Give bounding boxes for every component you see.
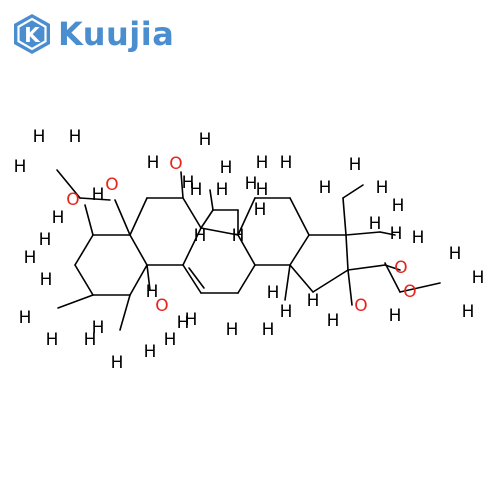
hydrogen-atom-label: H [146,282,159,302]
bond-line [347,269,353,306]
hydrogen-atom-label: H [190,180,203,200]
hydrogen-atom-label: H [256,180,269,200]
hydrogen-atom-label: H [19,308,32,328]
hydrogen-atom-label: H [92,318,105,338]
hydrogen-atom-label: H [280,302,293,322]
hydrogen-atom-label: H [220,158,233,178]
oxygen-atom-label: O [105,175,118,195]
hydrogen-atom-label: H [111,353,124,373]
hydrogen-atom-label: H [46,330,59,350]
bond-line [114,199,131,236]
bond-line [182,197,202,229]
bond-line [74,234,94,266]
bond-line [129,264,148,296]
hydrogen-atom-label: H [216,180,229,200]
bond-lines [56,169,441,331]
bond-line [384,262,401,293]
oxygen-atom-label: O [66,190,79,210]
bond-line [345,231,381,236]
hydrogen-atom-label: H [390,224,403,244]
hydrogen-atom-label: H [392,196,405,216]
bond-line [284,264,291,301]
hydrogen-atom-label: H [254,200,267,220]
bond-line [289,197,310,236]
hydrogen-atom-label: H [462,302,475,322]
hydrogen-atom-label: H [84,330,97,350]
bond-line [79,197,111,201]
hydrogen-atom-label: H [182,173,195,193]
hydrogen-atom-label: H [24,248,37,268]
bond-line [200,209,214,229]
bond-line [379,231,396,236]
oxygen-atom-label: O [394,258,407,278]
hydrogen-atom-label: H [319,178,332,198]
hydrogen-atom-label: H [245,174,258,194]
hydrogen-atom-label: H [144,342,157,362]
hydrogen-atom-label: H [449,244,462,264]
hydrogen-atom-label: H [147,153,160,173]
bond-line [347,264,386,271]
hydrogen-atom-label: H [226,320,239,340]
bond-line [342,197,347,236]
bond-line [237,264,256,294]
bond-line [342,184,364,199]
svg-text:K: K [24,23,41,47]
brand-name: Kuujia [58,15,175,53]
oxygen-atom-label: O [155,296,168,316]
bond-line [129,197,148,236]
hydrogen-atom-label: H [185,310,198,330]
hydrogen-atom-label: H [177,313,190,333]
hydrogen-atom-label: H [307,291,320,311]
hydrogen-atom-label: H [349,155,362,175]
hydrogen-atom-label: H [33,127,46,147]
bond-line [180,171,184,199]
bond-line [289,234,310,266]
hydrogen-atom-label: H [369,214,382,234]
bond-line [188,267,205,289]
hydrogen-atom-label: H [40,270,53,290]
bond-line [74,264,94,296]
bond-line [312,269,349,293]
bond-line [56,169,81,199]
hydrogen-atom-label: H [69,127,82,147]
bond-line [129,234,148,266]
bond-line [200,227,239,236]
bond-line [182,264,202,294]
oxygen-atom-label: O [354,296,367,316]
hydrogen-atom-label: H [232,226,245,246]
hydrogen-atom-label: H [199,130,212,150]
hydrogen-atom-label: H [472,268,485,288]
hydrogen-atom-label: H [376,178,389,198]
hydrogen-atom-label: H [389,306,402,326]
hydrogen-atom-label: H [267,283,280,303]
hydrogen-atom-label: H [412,228,425,248]
hydrogen-atom-label: H [164,330,177,350]
hydrogen-atom-label: H [14,157,27,177]
hydrogen-atom-label: H [262,320,275,340]
bond-line [57,294,94,309]
bond-line [237,234,256,266]
oxygen-atom-label: O [169,154,182,174]
kuujia-logo-icon: K [14,14,50,54]
hydrogen-atom-label: H [194,226,207,246]
hydrogen-atom-label: H [39,230,52,250]
bond-line [289,264,314,293]
bond-line [384,264,401,271]
bond-line [84,204,94,236]
bond-line [345,234,349,271]
hydrogen-atom-label: H [327,311,340,331]
hydrogen-atom-label: H [256,153,269,173]
hydrogen-atom-label: H [92,185,105,205]
bond-line [209,189,214,211]
bond-line [119,294,131,331]
hydrogen-atom-label: H [52,208,65,228]
hydrogen-atom-label: H [280,153,293,173]
bond-line [399,282,441,293]
oxygen-atom-label: O [403,282,416,302]
bond-line [146,264,151,291]
bond-line [237,197,256,236]
bond-line [182,227,202,266]
